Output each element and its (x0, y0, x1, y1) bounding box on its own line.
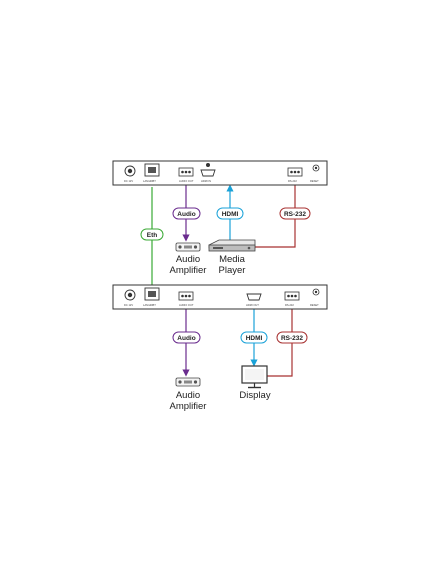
media-player: Media Player (208, 239, 256, 276)
audio-amplifier-top: Audio Amplifier (170, 242, 207, 276)
svg-text:Audio: Audio (177, 335, 195, 342)
rs232-port-label: RS-232 (285, 303, 294, 307)
svg-text:RS-232: RS-232 (281, 335, 303, 342)
reset-button-icon (312, 288, 320, 296)
transmitter-unit: DC 12V LAN/HDBT AUDIO OUT HDMI IN RS- (112, 160, 328, 186)
svg-text:HDMI: HDMI (246, 335, 263, 342)
audio-port-label: AUDIO OUT (179, 179, 194, 183)
hdmi-cable-label-bottom: HDMI (240, 331, 268, 344)
reset-label: RESET (310, 179, 319, 183)
audio-amplifier-bottom: Audio Amplifier (170, 377, 207, 412)
amplifier-icon (175, 242, 201, 252)
media-player-icon (208, 239, 256, 252)
monitor-icon (241, 365, 268, 389)
hdmi-port-icon (200, 169, 216, 177)
audio-terminal-icon (178, 167, 194, 177)
rj45-port-icon (144, 287, 160, 301)
hdmi-cable-label-top: HDMI (216, 207, 244, 220)
hdmi-port-label: HDMI OUT (246, 303, 259, 307)
rs232-cable-top (255, 184, 296, 248)
amplifier-icon (175, 377, 201, 387)
hdmi-port-icon (246, 293, 262, 301)
eth-cable-label: Eth (140, 228, 164, 241)
player-caption-2: Player (219, 265, 246, 276)
audio-port-label: AUDIO OUT (179, 303, 194, 307)
amp-bottom-caption-1: Audio (176, 390, 200, 401)
port-label: LAN/HDBT (143, 179, 156, 183)
receiver-unit: DC 12V LAN/HDBT AUDIO OUT HDMI OUT RS-23… (112, 284, 328, 310)
amp-top-caption-2: Amplifier (170, 265, 207, 276)
svg-text:Eth: Eth (147, 232, 158, 239)
svg-text:Audio: Audio (177, 211, 195, 218)
rs232-terminal-icon (287, 167, 303, 177)
led-icon (206, 163, 210, 167)
rs232-cable-label-bottom: RS-232 (276, 331, 308, 344)
rs232-terminal-icon (284, 291, 300, 301)
rs232-port-label: RS-232 (288, 179, 297, 183)
dc-jack-icon (124, 289, 136, 301)
rs232-cable-bottom (266, 306, 293, 377)
reset-button-icon (312, 164, 320, 172)
reset-label: RESET (310, 303, 319, 307)
svg-text:RS-232: RS-232 (284, 211, 306, 218)
port-label: LAN/HDBT (143, 303, 156, 307)
hdmi-port-label: HDMI IN (201, 179, 211, 183)
dc-label: DC 12V (124, 179, 133, 183)
player-caption-1: Media (219, 254, 246, 265)
dc-label: DC 12V (124, 303, 133, 307)
rs232-cable-label-top: RS-232 (279, 207, 311, 220)
svg-text:HDMI: HDMI (222, 211, 239, 218)
display-device: Display (239, 365, 271, 401)
rj45-port-icon (144, 163, 160, 177)
dc-jack-icon (124, 165, 136, 177)
audio-cable-label-top: Audio (172, 207, 201, 220)
audio-terminal-icon (178, 291, 194, 301)
display-caption: Display (239, 390, 270, 401)
audio-cable-label-bottom: Audio (172, 331, 201, 344)
amp-bottom-caption-2: Amplifier (170, 401, 207, 412)
amp-top-caption-1: Audio (176, 254, 200, 265)
